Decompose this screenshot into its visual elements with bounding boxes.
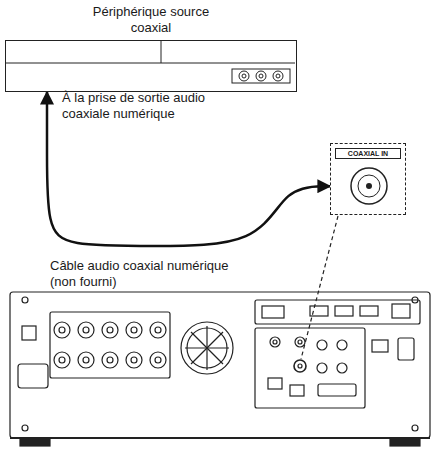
- port-note: À la prise de sortie audio coaxiale numé…: [62, 90, 232, 122]
- usb-port: [398, 338, 414, 360]
- hdmi-port: [392, 304, 410, 318]
- receiver-body: [10, 292, 430, 438]
- optical-jack: [290, 385, 304, 396]
- source-device: Périphérique source coaxial: [5, 4, 297, 92]
- hdmi-port: [335, 306, 353, 316]
- hdmi-port: [360, 306, 378, 316]
- ipod-dock: [318, 384, 356, 396]
- audio-panel: [255, 328, 365, 408]
- coaxial-jack: [333, 160, 403, 212]
- hdmi-panel: [255, 300, 420, 324]
- receiver-foot: [20, 438, 50, 446]
- coaxial-jack: [294, 360, 306, 372]
- device-box: [5, 40, 297, 92]
- cooling-fan: [181, 322, 233, 374]
- lan-port: [372, 340, 388, 352]
- antenna-jack: [262, 306, 284, 318]
- jack-label: COAXIAL IN: [335, 148, 401, 159]
- power-switch: [22, 326, 36, 340]
- device-heading: Périphérique source coaxial: [76, 4, 226, 36]
- detail-leader: [301, 216, 338, 359]
- coaxial-inset: COAXIAL IN: [330, 143, 406, 215]
- optical-jack: [268, 378, 282, 389]
- cable-note: Câble audio coaxial numérique (non fourn…: [50, 258, 250, 290]
- power-socket: [18, 364, 48, 388]
- receiver-foot: [390, 438, 420, 446]
- speaker-terminals: [50, 312, 170, 378]
- output-jacks: [232, 69, 290, 83]
- device-details: [6, 41, 295, 90]
